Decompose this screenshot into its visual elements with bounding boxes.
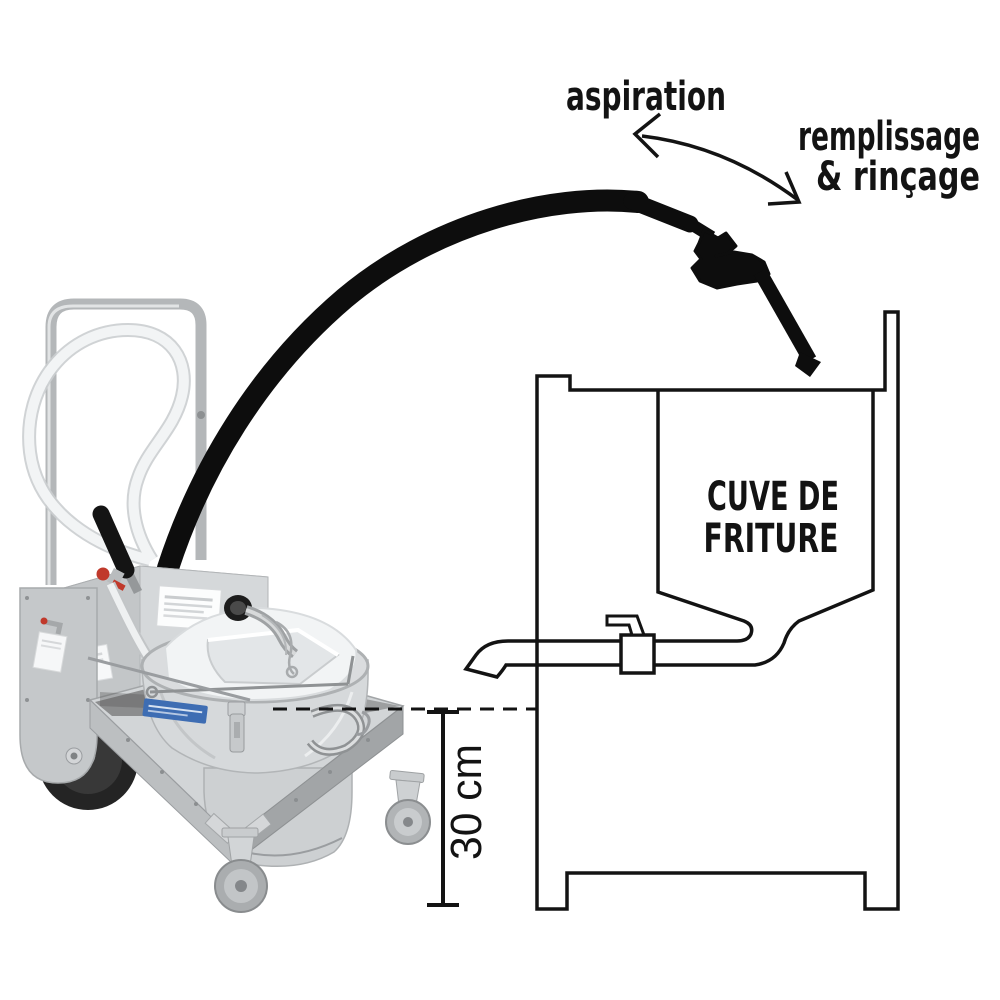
suction-hose-black — [157, 189, 821, 579]
wire-loop — [145, 685, 159, 699]
side-plate-panel — [19, 587, 98, 784]
height-dimension-label: 30 cm — [442, 744, 491, 860]
hose-nozzle-tip — [795, 352, 821, 377]
pan-label-blue — [142, 698, 208, 724]
side-plate — [19, 587, 98, 784]
oil-filter-cart — [19, 189, 821, 913]
drain-hose-white — [22, 322, 191, 567]
caster-hub — [235, 880, 247, 892]
rivet — [294, 798, 298, 802]
vat-label-line2: FRITURE — [704, 516, 839, 562]
pan-sheen — [304, 691, 354, 758]
side-plate-label — [32, 631, 68, 673]
pan-shading — [158, 689, 216, 760]
pump-outlet — [224, 595, 299, 679]
fryer-outline — [463, 310, 900, 911]
caster-right — [385, 769, 431, 845]
arrowhead-left — [632, 112, 662, 159]
bag-frame-wire-riser — [346, 655, 355, 685]
filling-label-line1: remplissage — [798, 114, 980, 160]
wire-hook — [285, 665, 299, 679]
rivet — [126, 738, 130, 742]
vat-label-line1: CUVE DE — [707, 474, 839, 520]
rivet — [328, 770, 332, 774]
filling-label-line2: & rinçage — [816, 154, 980, 200]
pan-bail-wire — [87, 656, 251, 702]
pan-hook — [355, 710, 371, 736]
outlet-wire — [275, 620, 295, 675]
bag-fold-highlight — [207, 627, 340, 657]
drain-valve-body — [619, 633, 656, 675]
hose-nozzle — [753, 268, 817, 364]
pump-lever — [92, 505, 163, 676]
axle-bolt-center — [70, 752, 78, 760]
drain-valve-handle — [605, 614, 647, 637]
aspiration-label: aspiration — [566, 74, 726, 120]
caster-plate — [221, 827, 259, 838]
tray-shadow-left — [95, 688, 158, 716]
lever-fitting — [106, 568, 125, 587]
red-valve-knob — [96, 567, 110, 581]
lever-grip — [92, 505, 135, 579]
white-hose — [24, 324, 189, 565]
caster-front — [214, 827, 268, 913]
hose-arc — [157, 189, 649, 579]
handle-highlight — [47, 304, 179, 585]
arrowhead-right — [767, 171, 802, 206]
rivet — [160, 770, 164, 774]
handle-tube — [45, 298, 207, 585]
drain-tap-knob — [40, 617, 48, 625]
rivet — [366, 738, 370, 742]
pan-latch — [227, 701, 246, 753]
dimension-line — [427, 710, 459, 907]
rivet — [25, 698, 29, 702]
caster-hub — [403, 817, 413, 827]
bag-frame-wire — [149, 682, 349, 694]
rivet — [194, 802, 198, 806]
filter-pan — [87, 606, 371, 774]
handle-screw — [197, 411, 205, 419]
outlet-flange-inner — [230, 601, 246, 615]
fryer-cabinet — [535, 310, 900, 911]
hose-taper — [623, 192, 699, 233]
filter-bag-opening — [206, 628, 340, 686]
arrow-curve — [641, 134, 800, 202]
cart-handle — [45, 298, 207, 585]
fryer-vat-and-drain — [463, 390, 875, 679]
drain-tap — [45, 619, 63, 635]
flow-arrow — [632, 112, 802, 206]
rivet — [25, 596, 29, 600]
outlet-wire-2 — [261, 614, 288, 656]
rivet — [86, 698, 90, 702]
rivet — [86, 596, 90, 600]
